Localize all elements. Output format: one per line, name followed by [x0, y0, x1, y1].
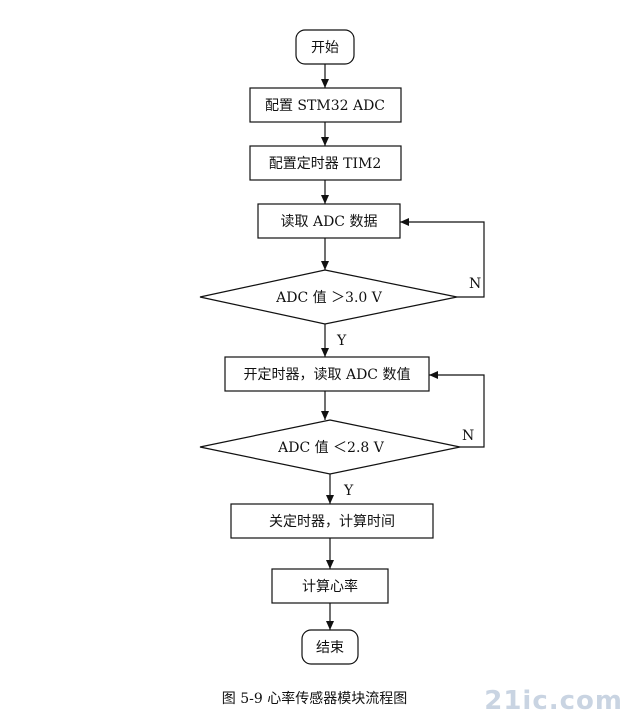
- stop-timer-label: 关定时器，计算时间: [269, 514, 395, 530]
- no-label-2: N: [462, 428, 474, 444]
- start-timer-label: 开定时器，读取 ADC 数值: [244, 366, 411, 383]
- check-low-decision: ADC 值 ＜2.8 V: [199, 419, 461, 475]
- watermark-logo: 21ic.com: [484, 686, 623, 716]
- read-adc-node: 读取 ADC 数据: [257, 203, 401, 239]
- end-label: 结束: [316, 640, 344, 656]
- calc-rate-node: 计算心率: [271, 568, 389, 604]
- stop-timer-node: 关定时器，计算时间: [230, 503, 434, 539]
- config-adc-label: 配置 STM32 ADC: [265, 98, 385, 114]
- yes-label-1: Y: [336, 333, 347, 349]
- config-adc-node: 配置 STM32 ADC: [249, 87, 402, 123]
- end-node: 结束: [301, 629, 359, 665]
- start-label: 开始: [311, 40, 339, 56]
- check-high-decision: ADC 值 ＞3.0 V: [199, 269, 458, 325]
- config-timer-node: 配置定时器 TIM2: [249, 145, 402, 181]
- config-timer-label: 配置定时器 TIM2: [269, 156, 382, 172]
- check-low-label: ADC 值 ＜2.8 V: [277, 440, 385, 456]
- start-timer-node: 开定时器，读取 ADC 数值: [224, 356, 430, 392]
- no-label-1: N: [469, 276, 481, 292]
- figure-caption: 图 5-9 心率传感器模块流程图: [221, 691, 408, 707]
- yes-label-2: Y: [343, 483, 354, 499]
- read-adc-label: 读取 ADC 数据: [281, 213, 378, 230]
- check-high-label: ADC 值 ＞3.0 V: [275, 290, 383, 306]
- edge-check-low-no: [429, 371, 485, 448]
- calc-rate-label: 计算心率: [302, 578, 358, 595]
- edge-check-high-no: [400, 218, 485, 298]
- start-node: 开始: [295, 29, 355, 65]
